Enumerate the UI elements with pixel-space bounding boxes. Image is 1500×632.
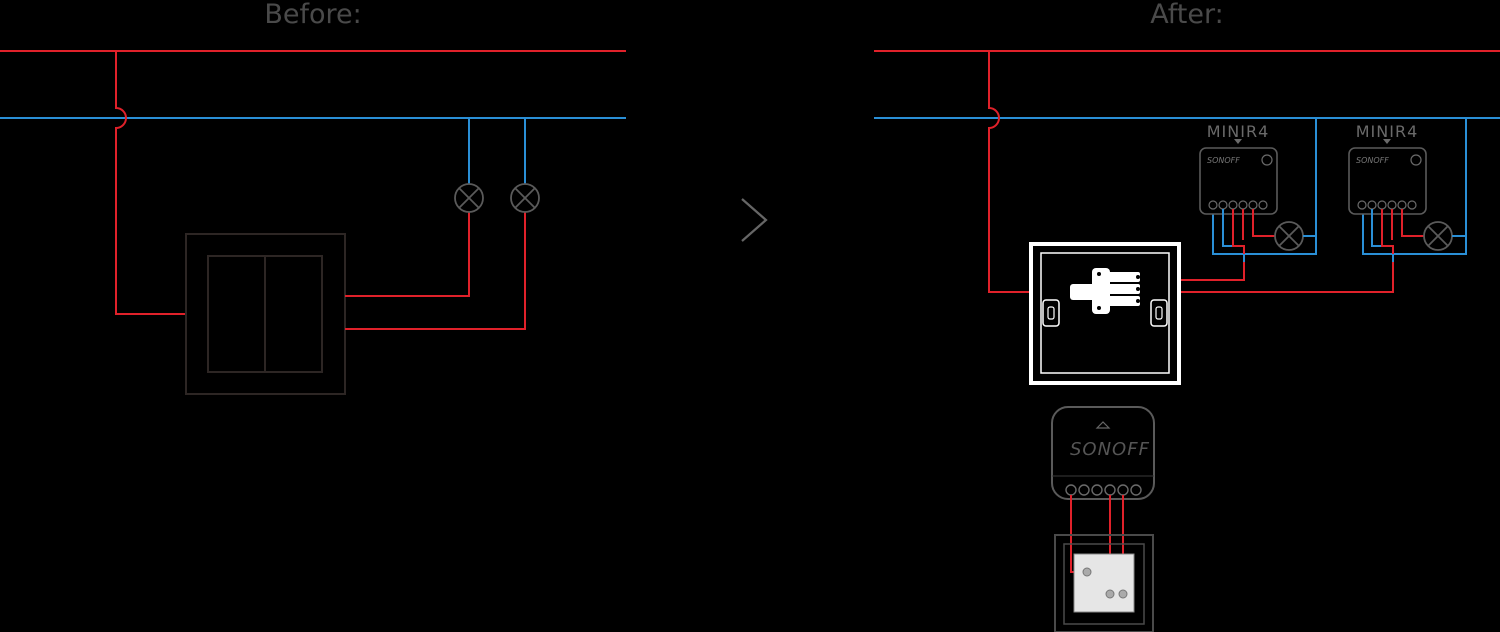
after-neutral-module-2 bbox=[1362, 118, 1467, 255]
before-switched-line-1 bbox=[345, 212, 470, 297]
after-heading: After: bbox=[1150, 0, 1223, 30]
button-icon bbox=[1410, 154, 1422, 166]
wall-switch-icon bbox=[1054, 534, 1154, 632]
arrow-right-icon bbox=[741, 198, 768, 242]
module-1-l-wire bbox=[1232, 209, 1245, 254]
after-live-feed-2 bbox=[1140, 262, 1394, 293]
module-1-brand: SONOFF bbox=[1207, 156, 1240, 165]
button-icon bbox=[1261, 154, 1273, 166]
pointer-icon bbox=[1234, 139, 1242, 144]
lamp-icon bbox=[454, 183, 484, 213]
module-2-s-wire bbox=[1371, 209, 1382, 247]
pointer-icon bbox=[1095, 421, 1111, 429]
before-panel: Before: bbox=[0, 0, 626, 395]
minir4-module-2: MINIR4 SONOFF bbox=[1348, 122, 1427, 215]
module-2-l-wire bbox=[1381, 209, 1394, 254]
module-1-label: MINIR4 bbox=[1207, 122, 1270, 141]
module-2-out-wire bbox=[1401, 209, 1424, 237]
lamp-icon bbox=[510, 183, 540, 213]
after-live-drop bbox=[988, 51, 1070, 293]
lamp-icon bbox=[1423, 221, 1453, 251]
after-panel: After: MINIR4 SONOFF bbox=[874, 0, 1500, 632]
central-switch-module: SONOFF bbox=[1051, 406, 1155, 500]
lamp-icon bbox=[1274, 221, 1304, 251]
minir4-module-1: MINIR4 SONOFF bbox=[1199, 122, 1278, 215]
module-2-brand: SONOFF bbox=[1356, 156, 1389, 165]
wall-switch-icon bbox=[185, 233, 346, 395]
wago-connector-icon bbox=[1070, 268, 1140, 314]
module-2-label: MINIR4 bbox=[1356, 122, 1419, 141]
terminal-block-icon bbox=[1357, 200, 1417, 210]
pointer-icon bbox=[1383, 139, 1391, 144]
before-switched-line-2 bbox=[345, 212, 526, 330]
central-module-brand: SONOFF bbox=[1070, 439, 1150, 460]
before-live-drop bbox=[115, 51, 186, 315]
after-neutral-module-1 bbox=[1212, 118, 1317, 255]
before-heading: Before: bbox=[264, 0, 361, 30]
module-1-s-wire bbox=[1222, 209, 1233, 247]
module-1-out-wire bbox=[1252, 209, 1275, 237]
